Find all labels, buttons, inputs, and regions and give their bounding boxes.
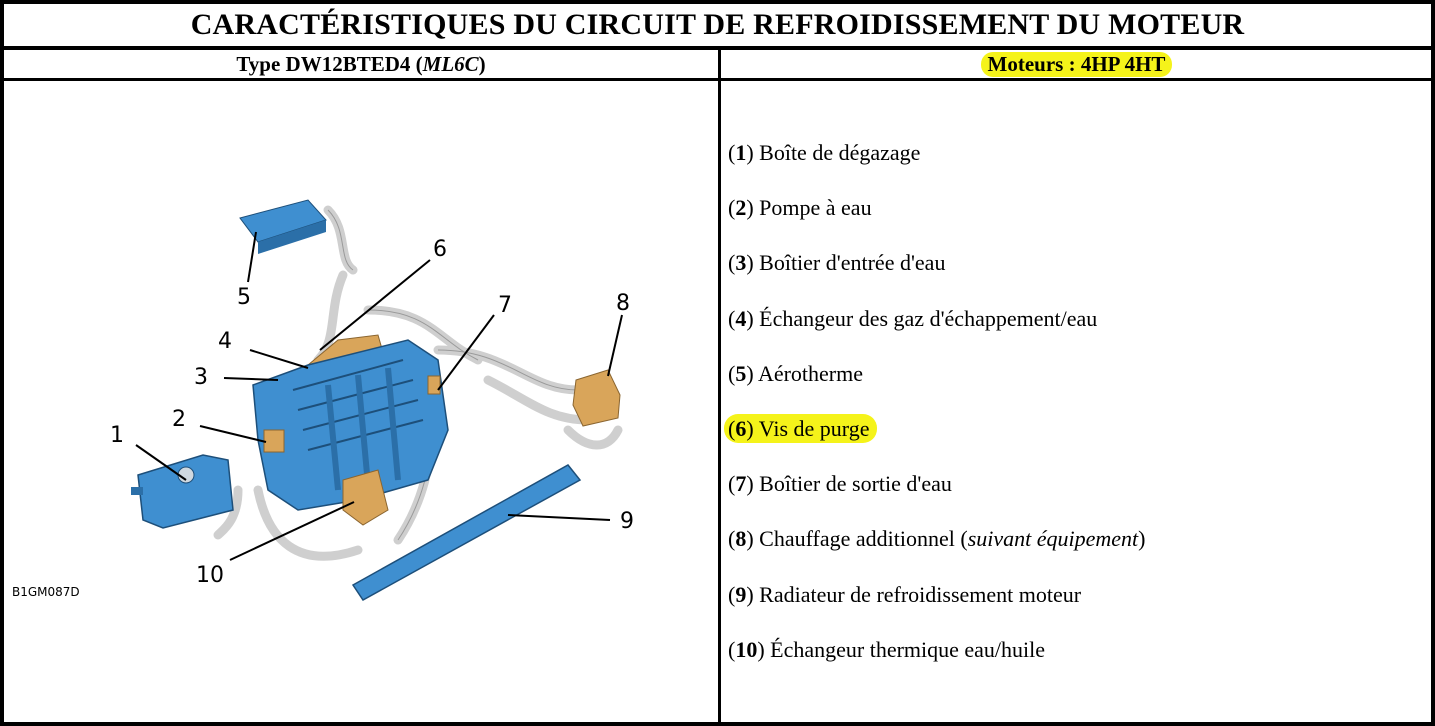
callout-10: 10 [196, 563, 224, 588]
legend-label: Aérotherme [757, 360, 864, 386]
heater-core [239, 199, 327, 254]
water-pump [263, 429, 285, 453]
radiator [351, 464, 582, 601]
legend-item: (1) Boîte de dégazage [728, 140, 921, 165]
column-divider [718, 50, 721, 722]
type-prefix: Type DW12BTED4 ( [236, 51, 423, 76]
component-legend: (1) Boîte de dégazage (2) Pompe à eau (3… [724, 130, 1418, 682]
legend-number: 10 [735, 636, 758, 662]
callout-1: 1 [110, 423, 124, 448]
additional-heater [572, 369, 621, 427]
legend-label: Boîtier d'entrée d'eau [759, 250, 946, 276]
callout-numbers: 1 2 3 4 5 6 7 8 9 10 [110, 237, 634, 588]
legend-label: Échangeur des gaz d'échappement/eau [759, 305, 1098, 331]
legend-highlight: (6) Vis de purge [724, 413, 878, 443]
legend-item: (7) Boîtier de sortie d'eau [728, 471, 952, 497]
water-outlet-housing [427, 375, 441, 395]
engine-cooling-diagram: 1 2 3 4 5 6 7 8 9 10 B1GM087D [8, 190, 708, 610]
engine-block [252, 339, 449, 511]
legend-number: 4 [735, 305, 747, 331]
legend-label: Radiateur de refroidissement moteur [759, 581, 1082, 607]
legend-label: Échangeur thermique eau/huile [770, 636, 1046, 662]
divider [4, 46, 1431, 50]
figure-reference: B1GM087D [12, 585, 80, 599]
legend-item: (3) Boîtier d'entrée d'eau [728, 250, 946, 276]
degassing-box [131, 454, 234, 529]
diagram-svg: 1 2 3 4 5 6 7 8 9 10 B1GM087D [12, 199, 634, 601]
legend-number: 8 [735, 526, 747, 552]
callout-4: 4 [218, 329, 232, 354]
legend-item: (10) Échangeur thermique eau/huile [728, 636, 1046, 662]
legend-number: 6 [735, 415, 747, 441]
engines-header: Moteurs : 4HP 4HT [722, 50, 1431, 78]
callout-9: 9 [620, 509, 634, 534]
legend-item: (8) Chauffage additionnel (suivant équip… [728, 526, 1146, 552]
legend-item: (4) Échangeur des gaz d'échappement/eau [728, 305, 1098, 331]
engine-type-header: Type DW12BTED4 (ML6C) [4, 50, 718, 78]
legend-item-highlighted: (6) Vis de purge [724, 406, 1418, 461]
legend-label: Boîte de dégazage [759, 140, 921, 165]
legend-number: 1 [735, 140, 747, 165]
legend-number: 3 [735, 250, 747, 276]
legend-item: (5) Aérotherme [728, 360, 864, 386]
callout-6: 6 [433, 237, 447, 262]
legend-number: 2 [735, 195, 747, 221]
type-suffix: ) [478, 51, 486, 76]
callout-8: 8 [616, 291, 630, 316]
callout-3: 3 [194, 365, 208, 390]
legend-item: (9) Radiateur de refroidissement moteur [728, 581, 1082, 607]
type-code: ML6C [422, 51, 479, 76]
callout-5: 5 [237, 285, 251, 310]
legend-number: 5 [735, 360, 747, 386]
callout-leaders [135, 231, 623, 561]
legend-item: (2) Pompe à eau [728, 195, 872, 221]
legend-note: suivant équipement [967, 526, 1139, 552]
legend-number: 7 [735, 471, 747, 497]
legend-label: Pompe à eau [759, 195, 872, 221]
callout-2: 2 [172, 407, 186, 432]
divider [4, 78, 1431, 81]
legend-label: Boîtier de sortie d'eau [759, 471, 952, 497]
legend-number: 9 [735, 581, 747, 607]
legend-label: Vis de purge [758, 415, 870, 441]
page-title: CARACTÉRISTIQUES DU CIRCUIT DE REFROIDIS… [190, 8, 1245, 41]
engines-label: Moteurs : 4HP 4HT [980, 51, 1173, 77]
legend-label: Chauffage additionnel [759, 526, 955, 552]
callout-7: 7 [498, 293, 512, 318]
oil-cooler [342, 469, 389, 526]
